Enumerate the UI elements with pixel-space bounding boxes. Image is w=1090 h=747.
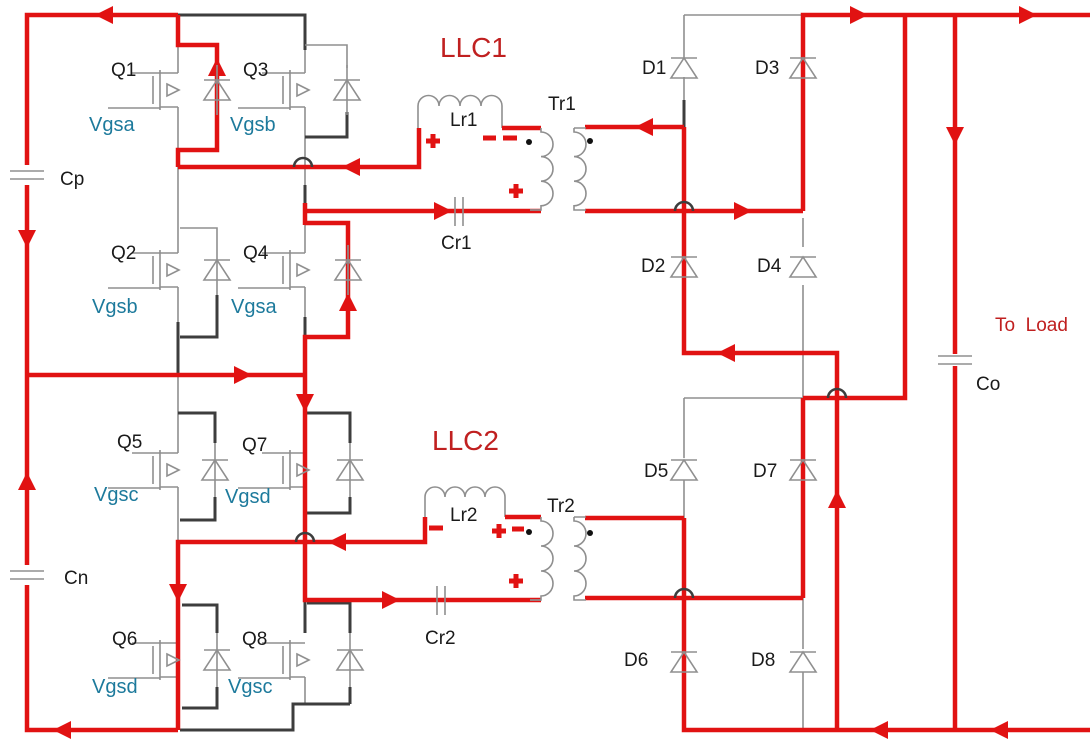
gate-label-q1: Vgsa	[89, 114, 135, 136]
gate-label-q5: Vgsc	[94, 484, 138, 506]
label-d2: D2	[641, 256, 665, 277]
label-q4: Q4	[243, 243, 269, 264]
label-q3: Q3	[243, 60, 268, 81]
label-d1: D1	[642, 58, 666, 79]
capacitor-cp	[10, 170, 44, 180]
wire-hops	[292, 156, 848, 599]
current-paths	[24, 12, 1090, 733]
body-diodes	[201, 65, 364, 687]
mosfet-q7	[237, 449, 310, 491]
gate-label-q4: Vgsa	[231, 296, 277, 318]
label-d8: D8	[751, 650, 775, 671]
polarity-marks	[426, 134, 524, 588]
label-q6: Q6	[112, 629, 137, 650]
label-d4: D4	[757, 256, 782, 277]
diode-d1	[670, 57, 698, 79]
inductor-lr1	[417, 94, 503, 107]
label-d7: D7	[753, 461, 777, 482]
capacitor-cr2	[436, 586, 446, 615]
label-cn: Cn	[64, 568, 88, 589]
gate-label-q7: Vgsd	[225, 486, 271, 508]
label-tr1: Tr1	[548, 94, 576, 115]
label-llc2: LLC2	[432, 425, 499, 456]
diode-d8	[789, 651, 817, 673]
current-arrows	[18, 6, 1037, 739]
inductor-lr2	[424, 486, 506, 498]
label-d3: D3	[755, 58, 779, 79]
label-cr2: Cr2	[425, 628, 456, 649]
capacitor-co	[938, 355, 972, 365]
label-q7: Q7	[242, 435, 267, 456]
label-q1: Q1	[111, 60, 136, 81]
transformer-tr1	[526, 127, 593, 211]
gate-label-q8: Vgsc	[228, 676, 272, 698]
label-cp: Cp	[60, 169, 84, 190]
diode-d5	[670, 459, 698, 481]
diode-d4	[789, 256, 817, 278]
label-cr1: Cr1	[441, 233, 472, 254]
rectifier-diodes	[670, 57, 817, 673]
gate-label-q3: Vgsb	[230, 114, 276, 136]
label-lr2: Lr2	[450, 505, 477, 526]
component-glyphs	[10, 57, 972, 687]
label-tr2: Tr2	[547, 496, 575, 517]
label-q5: Q5	[117, 432, 142, 453]
label-d6: D6	[624, 650, 648, 671]
winding-dot	[587, 530, 593, 536]
label-d5: D5	[644, 461, 668, 482]
label-q8: Q8	[242, 629, 267, 650]
label-q2: Q2	[111, 243, 136, 264]
wires-gray	[160, 13, 804, 732]
gate-label-q2: Vgsb	[92, 296, 138, 318]
label-lr1: Lr1	[450, 110, 477, 131]
labels: Q1 Q3 Q2 Q4 Q5 Q7 Q6 Q8 Vgsa Vgsb Vgsb V…	[60, 32, 1068, 698]
label-co: Co	[976, 374, 1000, 395]
gate-label-q6: Vgsd	[92, 676, 138, 698]
winding-dot	[526, 139, 532, 145]
winding-dot	[526, 529, 532, 535]
label-to-load: To Load	[995, 315, 1068, 336]
transformer-tr2	[526, 516, 593, 601]
capacitor-cn	[10, 570, 44, 580]
capacitor-cr1	[454, 197, 464, 226]
winding-dot	[587, 138, 593, 144]
label-llc1: LLC1	[440, 32, 507, 63]
